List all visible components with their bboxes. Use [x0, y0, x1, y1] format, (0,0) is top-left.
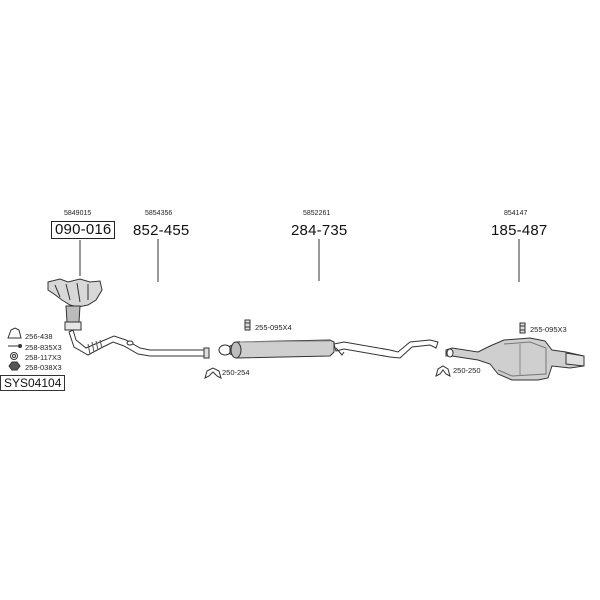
part-number-rear-silencer[interactable]: 185-487 — [491, 222, 548, 239]
accessory-label: 258-117X3 — [25, 353, 62, 362]
accessory-label: 258-835X3 — [25, 343, 62, 352]
accessory-label: 255-095X3 — [530, 325, 567, 334]
ref-number: 5852261 — [303, 210, 331, 217]
system-code: SYS04104 — [0, 375, 66, 391]
hanger-icon — [7, 327, 22, 339]
hanger-icon — [435, 365, 451, 377]
part-number-front-pipe[interactable]: 852-455 — [133, 222, 190, 239]
clamp-icon — [244, 319, 251, 331]
nut-icon — [8, 361, 21, 371]
ref-number: 854147 — [504, 210, 528, 217]
middle-silencer-drawing — [218, 339, 335, 359]
part-number-middle-silencer[interactable]: 284-735 — [291, 222, 348, 239]
accessory-icons-left — [7, 327, 22, 371]
accessory-label: 255-095X4 — [255, 323, 292, 332]
accessory-label: 256-438 — [25, 332, 53, 341]
connecting-pipe-drawing — [333, 339, 439, 359]
ref-number: 5849015 — [64, 210, 92, 217]
front-pipe-drawing — [68, 329, 210, 359]
ref-number: 5854356 — [145, 210, 173, 217]
hanger-icon — [204, 367, 222, 379]
rear-silencer-drawing — [445, 337, 585, 381]
part-number-catalytic-converter[interactable]: 090-016 — [51, 221, 116, 239]
catalytic-converter-drawing — [47, 278, 103, 331]
accessory-label: 250-254 — [222, 368, 250, 377]
accessory-label: 258-038X3 — [25, 363, 62, 372]
accessory-label: 250-250 — [453, 366, 481, 375]
clamp-icon — [519, 322, 526, 334]
